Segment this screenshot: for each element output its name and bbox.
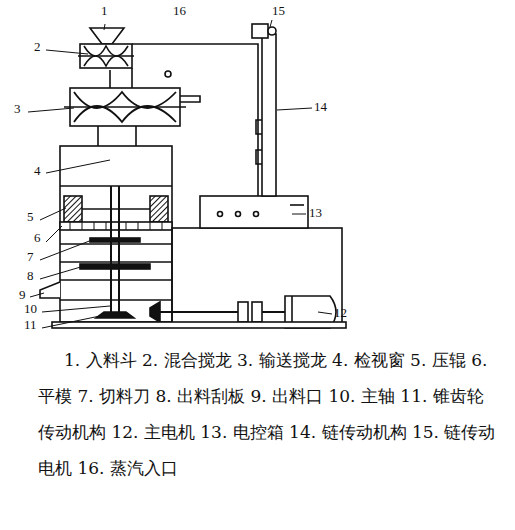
- callout-number: 16: [173, 4, 186, 18]
- callout-number: 14: [314, 100, 327, 114]
- callout-number: 12: [334, 306, 347, 320]
- callout-number: 9: [19, 288, 26, 302]
- callout-number: 7: [27, 250, 34, 264]
- callout-number: 6: [34, 231, 41, 245]
- callout-number: 8: [27, 269, 34, 283]
- callout-number: 3: [14, 102, 21, 116]
- callout-number: 10: [24, 302, 37, 316]
- callout-number: 4: [34, 164, 41, 178]
- parts-caption: 1. 入料斗 2. 混合搅龙 3. 输送搅龙 4. 检视窗 5. 压辊 6. 平…: [38, 342, 500, 486]
- callout-number: 5: [27, 210, 34, 224]
- callout-number: 13: [309, 206, 322, 220]
- callout-number: 15: [272, 4, 285, 18]
- callout-number: 1: [101, 4, 108, 18]
- callout-number: 2: [34, 40, 41, 54]
- callout-number: 11: [24, 318, 37, 332]
